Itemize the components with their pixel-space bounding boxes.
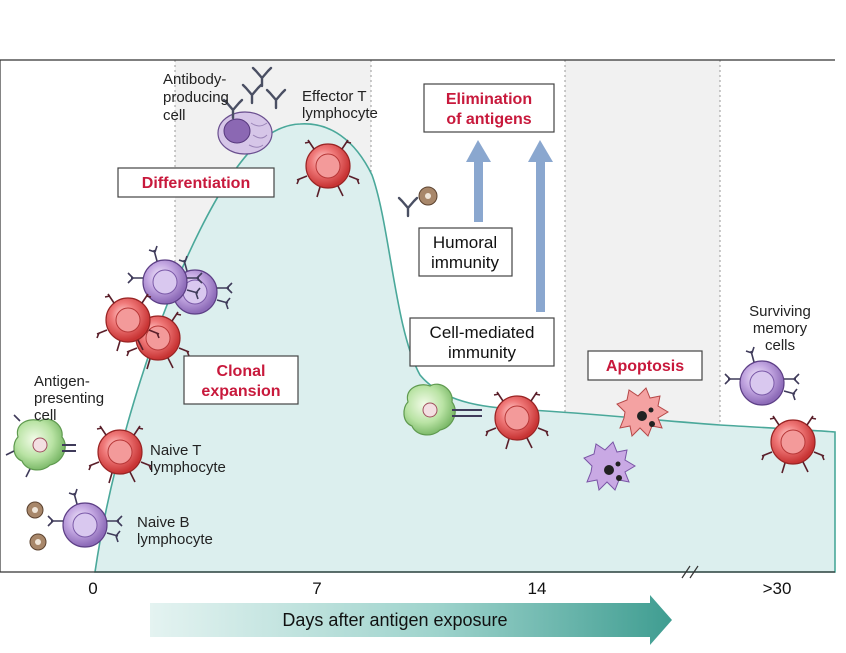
axis-title-arrow: [150, 595, 672, 645]
surviving-memory-cells-label: Surviving memory cells: [749, 303, 811, 354]
svg-text:cells: cells: [765, 337, 795, 354]
svg-text:expansion: expansion: [201, 383, 280, 400]
svg-text:Antibody-: Antibody-: [163, 71, 226, 88]
elimination-arrows: [466, 140, 553, 312]
effector-t-lymphocyte-label: Effector T lymphocyte: [302, 88, 378, 122]
svg-text:Surviving: Surviving: [749, 303, 811, 320]
svg-text:Apoptosis: Apoptosis: [606, 358, 684, 375]
svg-text:Naive T: Naive T: [150, 442, 201, 459]
svg-text:cell: cell: [163, 107, 186, 124]
axis-title: Days after antigen exposure: [282, 610, 507, 630]
svg-text:immunity: immunity: [431, 253, 500, 272]
naive-b-lymphocyte-label: Naive B lymphocyte: [137, 514, 213, 548]
apoptotic-b-cell-icon: [583, 441, 636, 492]
antibody-producing-cell-icon: [217, 111, 273, 155]
antigen-icon-center: [418, 186, 438, 206]
svg-text:lymphocyte: lymphocyte: [302, 105, 378, 122]
antigen-presenting-cell-day14-icon: [403, 383, 482, 436]
apoptotic-t-cell-icon: [616, 387, 669, 438]
svg-text:Effector T: Effector T: [302, 88, 366, 105]
svg-text:immunity: immunity: [448, 343, 517, 362]
tick-label-day-7: 7: [312, 579, 321, 598]
antigen-presenting-cell-label: Antigen- presenting cell: [34, 373, 104, 424]
svg-text:Humoral: Humoral: [433, 233, 497, 252]
svg-text:Naive B: Naive B: [137, 514, 190, 531]
svg-text:memory: memory: [753, 320, 808, 337]
cell-mediated-immunity-label: Cell-mediated immunity: [409, 317, 555, 367]
svg-text:Clonal: Clonal: [217, 363, 266, 380]
svg-text:cell: cell: [34, 407, 57, 424]
antibody-producing-cell-label: Antibody- producing cell: [163, 71, 229, 124]
svg-text:of antigens: of antigens: [446, 111, 531, 128]
svg-text:presenting: presenting: [34, 390, 104, 407]
apoptosis-label: Apoptosis: [587, 350, 703, 381]
svg-text:producing: producing: [163, 89, 229, 106]
svg-text:lymphocyte: lymphocyte: [137, 531, 213, 548]
svg-text:Antigen-: Antigen-: [34, 373, 90, 390]
differentiation-label: Differentiation: [117, 167, 275, 198]
svg-text:lymphocyte: lymphocyte: [150, 459, 226, 476]
clonal-expansion-label: Clonal expansion: [183, 355, 299, 405]
svg-text:Elimination: Elimination: [446, 91, 532, 108]
antigen-presenting-cell-icon: [5, 414, 76, 478]
svg-text:Cell-mediated: Cell-mediated: [430, 323, 535, 342]
elimination-of-antigens-label: Elimination of antigens: [423, 83, 555, 133]
tick-label-day-30: >30: [763, 579, 792, 598]
antigen-icons-left: [26, 501, 47, 551]
tick-label-day-0: 0: [88, 579, 97, 598]
tick-label-day-14: 14: [528, 579, 547, 598]
naive-t-lymphocyte-label: Naive T lymphocyte: [150, 442, 226, 476]
axis-break: [681, 565, 699, 579]
svg-text:Differentiation: Differentiation: [142, 175, 250, 192]
humoral-immunity-label: Humoral immunity: [418, 227, 513, 277]
memory-b-cell-icon: [724, 346, 800, 406]
